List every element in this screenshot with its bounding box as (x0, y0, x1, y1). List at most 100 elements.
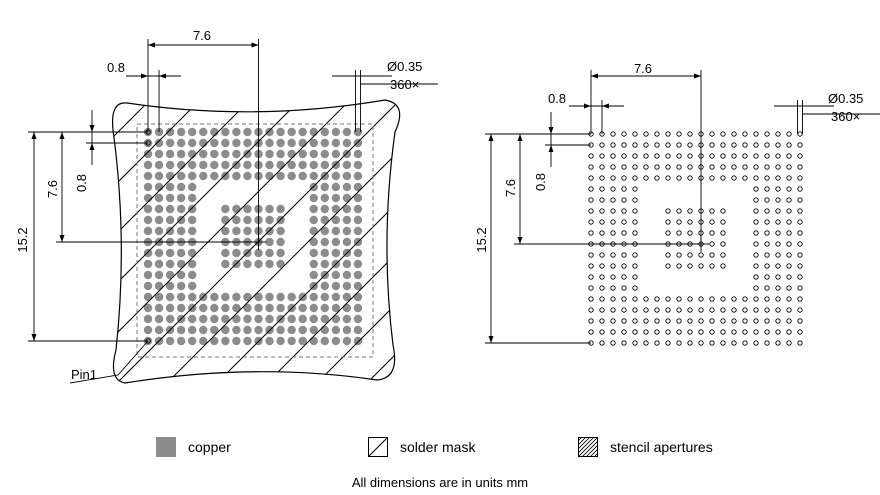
copper-pad (353, 314, 363, 324)
stencil-aperture (676, 340, 682, 346)
copper-pad (143, 182, 153, 192)
stencil-aperture (621, 175, 627, 181)
stencil-aperture (676, 164, 682, 170)
stencil-aperture (676, 142, 682, 148)
stencil-aperture (599, 340, 605, 346)
copper-pad (188, 259, 197, 269)
stencil-aperture (731, 175, 737, 181)
copper-pad (309, 259, 318, 269)
copper-pad (232, 138, 241, 148)
stencil-aperture (764, 296, 770, 302)
arrowhead (591, 73, 598, 79)
copper-pad (254, 259, 263, 269)
stencil-aperture (775, 285, 781, 291)
stencil-aperture (797, 274, 803, 280)
copper-pad (276, 226, 285, 236)
copper-pad (353, 303, 363, 313)
stencil-aperture (720, 208, 726, 214)
stencil-aperture (753, 142, 759, 148)
stencil-aperture (709, 230, 715, 236)
stencil-aperture (709, 164, 715, 170)
stencil-aperture (720, 329, 726, 335)
stencil-aperture (610, 175, 616, 181)
stencil-aperture (764, 208, 770, 214)
stencil-aperture (676, 230, 682, 236)
stencil-aperture (687, 252, 693, 258)
copper-pad (221, 171, 230, 181)
stencil-aperture (797, 230, 803, 236)
copper-pad (265, 215, 274, 225)
copper-pad (309, 303, 318, 313)
copper-pad (353, 248, 363, 258)
copper-pad (353, 226, 363, 236)
copper-pad (331, 248, 341, 258)
stencil-aperture (709, 252, 715, 258)
stencil-aperture (753, 285, 759, 291)
right-dimension-lines (485, 70, 880, 344)
copper-pad (176, 215, 186, 225)
copper-pad (243, 292, 252, 302)
stencil-aperture (775, 153, 781, 159)
stencil-aperture (632, 329, 638, 335)
copper-pad (298, 138, 307, 148)
hatch-line (112, 100, 261, 383)
copper-pad (188, 127, 197, 137)
copper-pad (143, 248, 153, 258)
copper-pad (353, 270, 363, 280)
copper-pad (165, 193, 175, 203)
stencil-aperture (731, 153, 737, 159)
copper-pad (342, 160, 352, 170)
stencil-aperture (588, 285, 594, 291)
stencil-aperture (797, 340, 803, 346)
copper-pad (331, 325, 341, 335)
dim-height-half-label: 7.6 (45, 180, 60, 198)
stencil-aperture (687, 219, 693, 225)
stencil-aperture (643, 340, 649, 346)
copper-pad (199, 303, 208, 313)
copper-pad (143, 281, 153, 291)
copper-pad (176, 138, 186, 148)
copper-pad (165, 160, 175, 170)
stencil-aperture (588, 329, 594, 335)
copper-pad (287, 127, 296, 137)
copper-pad (176, 226, 186, 236)
copper-pad (154, 215, 164, 225)
arrowhead (141, 73, 148, 79)
stencil-aperture (599, 197, 605, 203)
copper-pad (320, 171, 329, 181)
arrowhead (251, 42, 259, 48)
copper-pad (276, 138, 285, 148)
stencil-aperture (764, 285, 770, 291)
stencil-aperture (632, 219, 638, 225)
copper-pad (276, 325, 285, 335)
stencil-aperture (610, 340, 616, 346)
stencil-aperture (775, 340, 781, 346)
stencil-aperture (764, 197, 770, 203)
copper-pad (243, 160, 252, 170)
stencil-aperture (643, 175, 649, 181)
copper-pad (176, 259, 186, 269)
copper-pad (176, 281, 186, 291)
copper-pad (320, 226, 329, 236)
copper-pad (176, 325, 186, 335)
dim-pitch-small-label: 0.8 (107, 60, 125, 75)
copper-pad (287, 325, 296, 335)
copper-pad (243, 314, 252, 324)
copper-pad (210, 292, 219, 302)
stencil-aperture (764, 274, 770, 280)
copper-pad (165, 226, 175, 236)
stencil-aperture (797, 208, 803, 214)
stencil-aperture (676, 208, 682, 214)
stencil-aperture (599, 153, 605, 159)
stencil-aperture (643, 329, 649, 335)
legend-item-solder-mask: solder mask (368, 436, 475, 458)
stencil-aperture (786, 307, 792, 313)
copper-pad (176, 182, 186, 192)
stencil-aperture (786, 285, 792, 291)
stencil-aperture (632, 263, 638, 269)
copper-pad (309, 204, 318, 214)
copper-pad (154, 160, 164, 170)
stencil-aperture (654, 318, 660, 324)
stencil-aperture (786, 252, 792, 258)
stencil-aperture (643, 296, 649, 302)
